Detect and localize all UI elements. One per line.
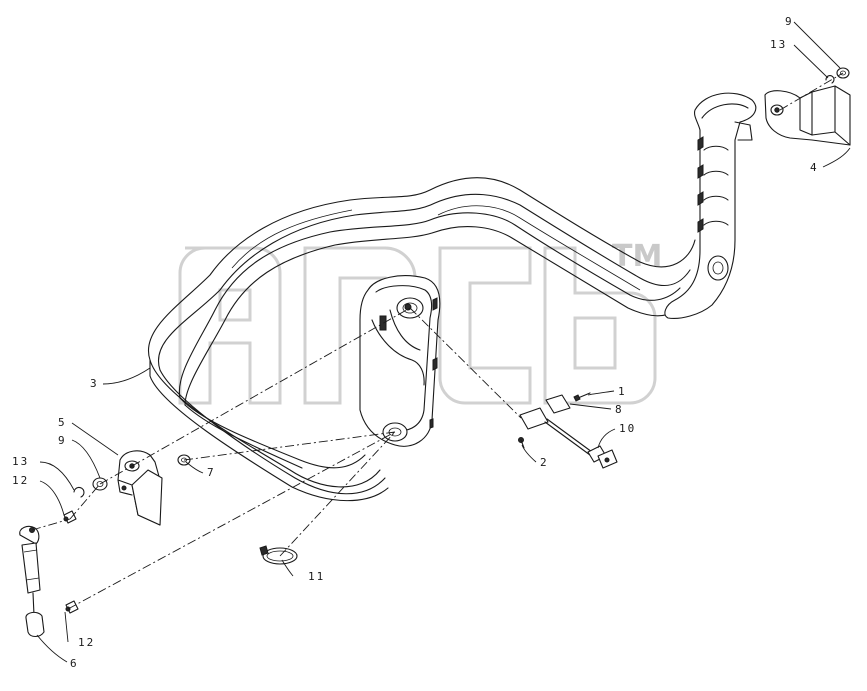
callout-2: 2 (540, 456, 549, 469)
watermark-tm: TM (612, 239, 662, 274)
part-4-bracket (764, 85, 851, 146)
callout-1: 1 (618, 385, 627, 398)
part-5-bracket (117, 450, 163, 526)
callout-12-upper: 12 (12, 474, 29, 487)
part-8-block (519, 394, 571, 430)
part-1-screw (573, 392, 591, 402)
callout-9-upper: 9 (785, 15, 794, 28)
callout-labels: 1 2 3 4 5 6 7 8 9 9 10 11 12 12 13 13 (12, 15, 819, 670)
callout-12-lower: 12 (78, 636, 95, 649)
part-13-clip-upper (825, 75, 835, 84)
callout-13-lower: 13 (12, 455, 29, 468)
assembly-axes (31, 307, 522, 610)
part-3-pivot-arm (359, 275, 441, 447)
callout-8: 8 (615, 403, 624, 416)
callout-11: 11 (308, 570, 325, 583)
callout-4: 4 (810, 161, 819, 174)
callout-3: 3 (90, 377, 99, 390)
callout-9-lower: 9 (58, 434, 67, 447)
callout-5: 5 (58, 416, 67, 429)
assembly-axis-upper (779, 72, 844, 111)
part-3-frame (147, 177, 696, 502)
part-10-sensor-cable (544, 418, 618, 469)
callout-13-upper: 13 (770, 38, 787, 51)
part-11-clamp (259, 545, 298, 565)
callout-10: 10 (619, 422, 636, 435)
part-13-clip-lower (73, 486, 85, 498)
watermark-logo: TM (178, 239, 662, 405)
callout-7: 7 (207, 466, 216, 479)
leader-lines (36, 21, 851, 663)
part-3-grip (664, 92, 757, 319)
callout-6: 6 (70, 657, 79, 670)
part-6-gas-strut (19, 525, 45, 638)
part-2-screw (518, 437, 525, 449)
part-12-pin-upper (63, 510, 77, 524)
